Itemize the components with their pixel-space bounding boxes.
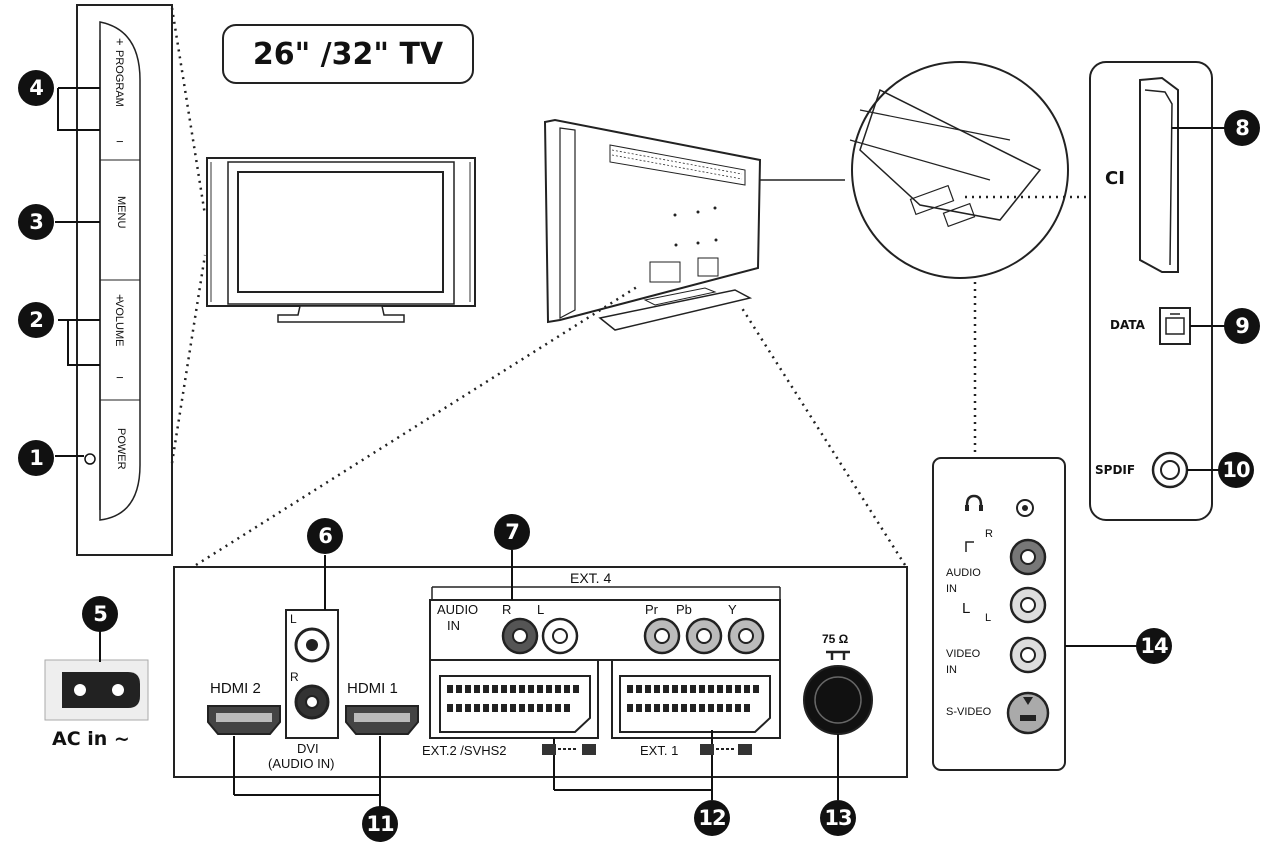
pb-label: Pb bbox=[676, 602, 692, 617]
ext2-label: EXT.2 /SVHS2 bbox=[422, 743, 507, 758]
volume-minus: − bbox=[116, 370, 124, 385]
callout-14: 14 bbox=[1136, 628, 1172, 664]
volume-label: VOLUME bbox=[113, 300, 125, 347]
spdif-label: SPDIF bbox=[1095, 463, 1136, 477]
side-l-label: L bbox=[985, 612, 992, 624]
dvi-label: DVI bbox=[297, 741, 319, 756]
tv-size-title: 26" /32" TV bbox=[222, 24, 474, 84]
hdmi2-label: HDMI 2 bbox=[210, 680, 261, 697]
program-plus: + bbox=[116, 34, 124, 49]
side-audio-label: AUDIO bbox=[946, 567, 981, 579]
ext4-label: EXT. 4 bbox=[570, 570, 612, 586]
side-video-label: VIDEO bbox=[946, 648, 981, 660]
callout-13: 13 bbox=[820, 800, 856, 836]
ext4-l-label: L bbox=[537, 602, 545, 617]
callout-5: 5 bbox=[82, 596, 118, 632]
callout-6: 6 bbox=[307, 518, 343, 554]
ext1-label: EXT. 1 bbox=[640, 743, 679, 758]
antenna-75-label: 75 Ω bbox=[822, 632, 849, 646]
ext4-r-label: R bbox=[502, 602, 512, 617]
ext4-audio-in-label: IN bbox=[447, 618, 460, 633]
side-audio-in-label: IN bbox=[946, 583, 957, 595]
side-video-in-label: IN bbox=[946, 664, 957, 676]
callout-11: 11 bbox=[362, 806, 398, 842]
pr-label: Pr bbox=[645, 602, 658, 617]
dvi-l-label: L bbox=[290, 612, 297, 626]
side-r-label: R bbox=[985, 528, 993, 540]
callout-3: 3 bbox=[18, 204, 54, 240]
callout-1: 1 bbox=[18, 440, 54, 476]
hdmi1-label: HDMI 1 bbox=[347, 680, 398, 697]
side-l-big: L bbox=[962, 600, 971, 617]
ac-in-label: AC in ~ bbox=[52, 728, 130, 750]
program-label: PROGRAM bbox=[113, 50, 125, 107]
callout-12: 12 bbox=[694, 800, 730, 836]
ci-label: CI bbox=[1105, 168, 1125, 189]
program-minus: − bbox=[116, 134, 124, 149]
callout-7: 7 bbox=[494, 514, 530, 550]
callout-9: 9 bbox=[1224, 308, 1260, 344]
dvi-audio-in-label: (AUDIO IN) bbox=[268, 756, 335, 771]
volume-plus: + bbox=[116, 290, 124, 305]
dvi-r-label: R bbox=[290, 670, 299, 684]
side-svideo-label: S-VIDEO bbox=[946, 706, 992, 718]
data-label: DATA bbox=[1110, 318, 1145, 332]
callout-10: 10 bbox=[1218, 452, 1254, 488]
callout-2: 2 bbox=[18, 302, 54, 338]
callout-4: 4 bbox=[18, 70, 54, 106]
power-label: POWER bbox=[115, 428, 127, 470]
callout-8: 8 bbox=[1224, 110, 1260, 146]
menu-label: MENU bbox=[115, 196, 127, 229]
ext4-audio-label: AUDIO bbox=[437, 602, 479, 617]
y-label: Y bbox=[728, 602, 737, 617]
